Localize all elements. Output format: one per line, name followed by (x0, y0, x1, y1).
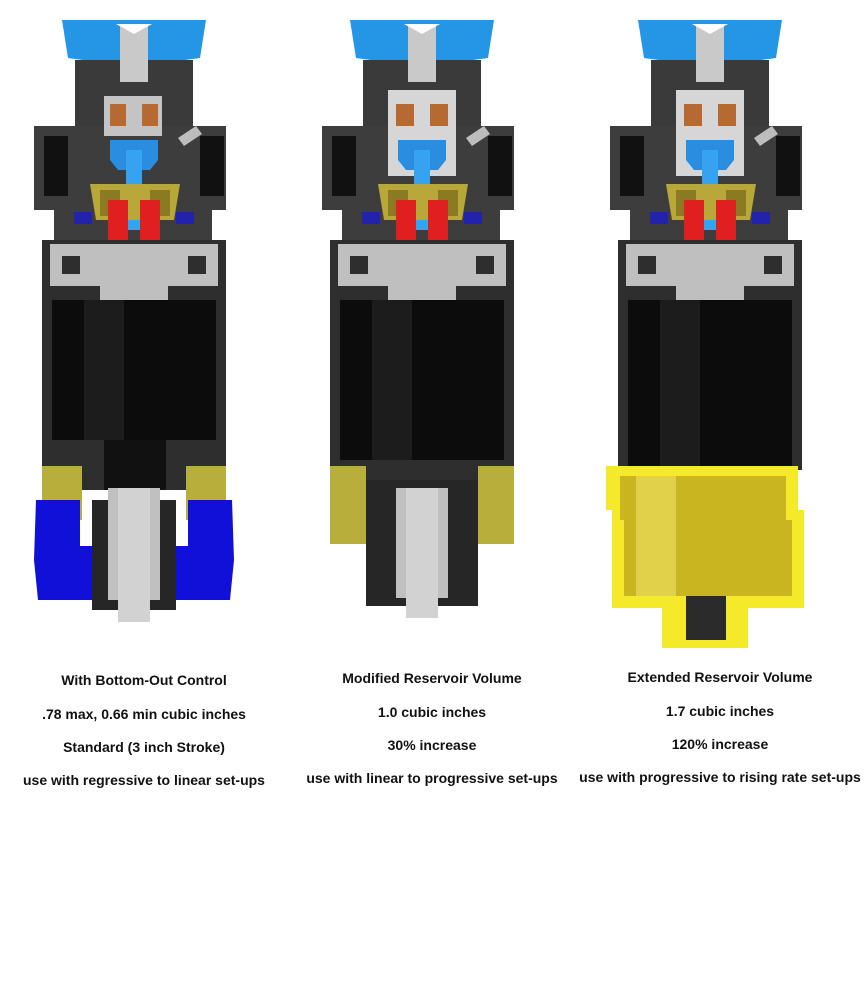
reservoir-cutaway-modified (322, 20, 514, 618)
panel-volume: 1.0 cubic inches (377, 704, 487, 720)
panel-detail: 120% increase (671, 736, 769, 752)
panel-title: Extended Reservoir Volume (627, 669, 813, 685)
panel-title: Modified Reservoir Volume (342, 670, 522, 686)
reservoir-cutaway-extended (606, 20, 804, 648)
reservoir-cutaway-bottom-out (34, 20, 234, 622)
panel-detail: 30% increase (387, 737, 477, 753)
reservoir-panel-modified: Modified Reservoir Volume 1.0 cubic inch… (288, 0, 576, 1008)
panel-usage: use with regressive to linear set-ups (23, 772, 265, 788)
reservoir-panel-extended: Extended Reservoir Volume 1.7 cubic inch… (576, 0, 864, 1008)
panel-usage: use with linear to progressive set-ups (306, 770, 558, 786)
panel-volume: 1.7 cubic inches (665, 703, 775, 719)
panel-title: With Bottom-Out Control (61, 672, 227, 688)
panel-usage: use with progressive to rising rate set-… (579, 769, 861, 785)
panel-detail: Standard (3 inch Stroke) (63, 739, 225, 755)
reservoir-panel-bottom-out: With Bottom-Out Control .78 max, 0.66 mi… (0, 0, 288, 1008)
panel-volume: .78 max, 0.66 min cubic inches (42, 706, 246, 722)
